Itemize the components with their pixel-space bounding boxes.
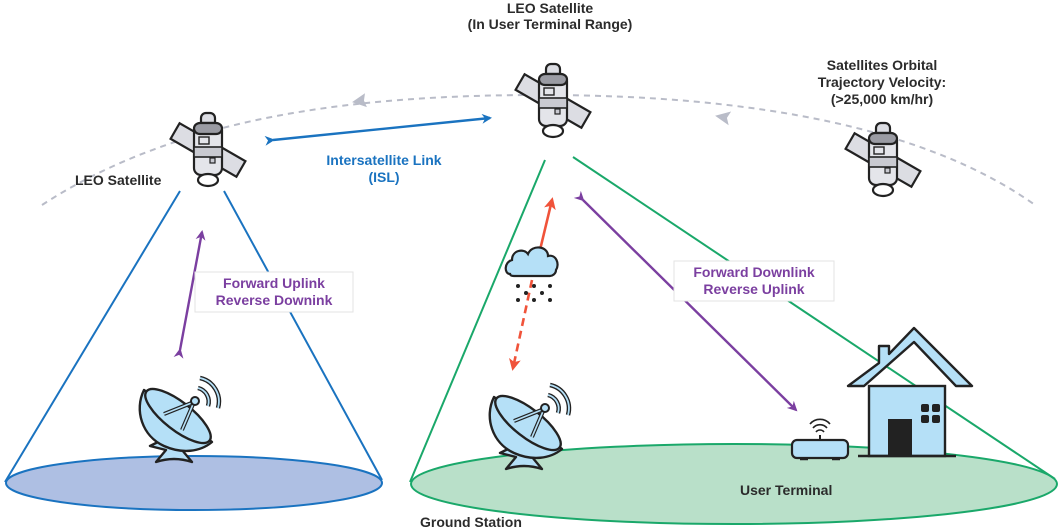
ground-station-label: Ground Station [420,514,522,530]
velocity-label-line1: Satellites Orbital [827,57,937,73]
leo-satellite-center-label-line1: LEO Satellite [507,0,594,16]
isl-label-line2: (ISL) [368,169,399,185]
rain-cloud-icon [504,246,559,302]
left-link-label-box [194,271,354,313]
velocity-label-line3: (>25,000 km/hr) [831,91,933,107]
leo-satellite-center-icon [514,62,592,139]
right-link-label-line1: Forward Downlink [693,264,815,280]
left-link-label-line2: Reverse Downink [216,292,333,308]
rain-fade-link-solid [538,197,556,251]
right-coverage-footprint [410,443,1058,525]
right-link-label-line2: Reverse Uplink [703,281,804,297]
leo-satellite-left-label: LEO Satellite [75,172,162,188]
leo-satellite-left-icon [169,111,247,188]
user-terminal-label: User Terminal [740,482,832,498]
left-beam-edge-left [4,190,181,483]
orbit-direction-arrow-left [352,93,367,108]
left-coverage-footprint [5,455,383,511]
orbit-direction-arrow-right [715,111,732,126]
velocity-label-line2: Trajectory Velocity: [818,74,946,90]
user-terminal-modem-icon [790,418,850,461]
isl-label-line1: Intersatellite Link [326,152,441,168]
house-icon [846,326,974,458]
rain-fade-link-dashed [509,279,534,371]
leo-satellite-right-icon [844,121,922,198]
right-downlink-uplink-arrow [573,190,798,412]
ground-dish-left-icon [138,378,219,462]
intersatellite-link-arrow [264,113,492,146]
left-link-label-line1: Forward Uplink [223,275,325,291]
left-uplink-downlink-arrow [173,230,206,359]
right-beam-edge-left [409,159,546,483]
right-beam-edge-right [572,156,1056,480]
right-link-label-box [673,260,835,302]
left-beam-edge-right [223,190,383,481]
leo-satellite-center-label-line2: (In User Terminal Range) [468,16,633,32]
